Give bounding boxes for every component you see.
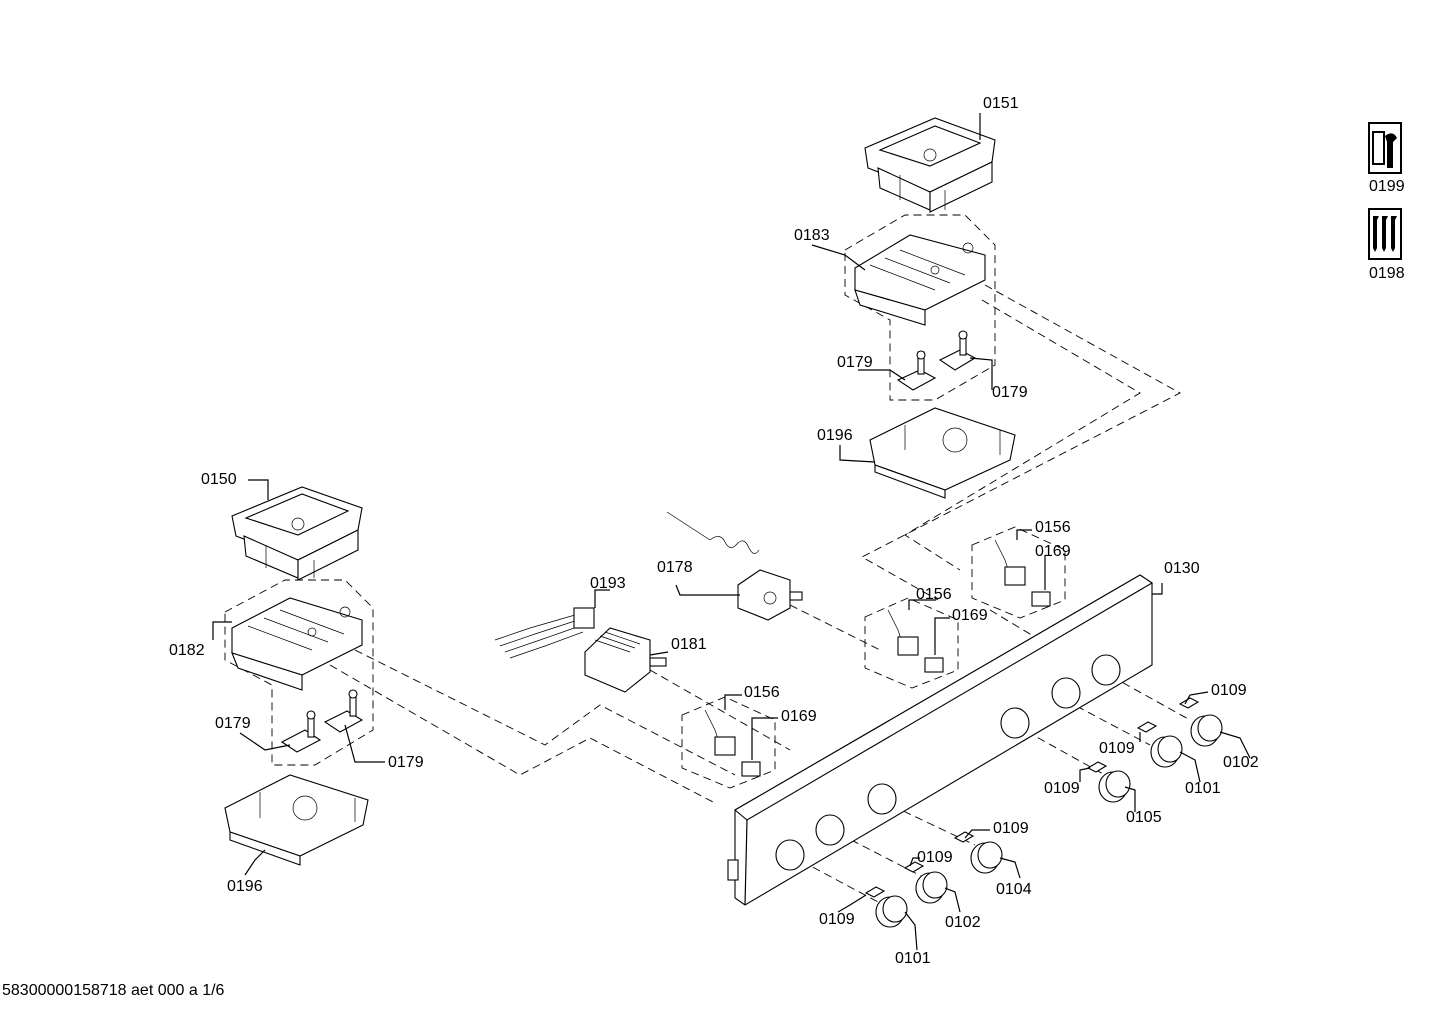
label-0156-c: 0156 [744, 684, 780, 701]
part-0169-connector-left [741, 761, 761, 777]
part-0169-connector-mid [924, 657, 944, 673]
part-0150-cover [231, 486, 363, 581]
label-0109-e: 0109 [917, 849, 953, 866]
label-0196-top: 0196 [817, 427, 853, 444]
label-0169-b: 0169 [952, 607, 988, 624]
part-0193-wiring [494, 607, 595, 659]
part-0130-control-panel [727, 574, 1154, 906]
label-0109-a: 0109 [1211, 682, 1247, 699]
label-0199: 0199 [1369, 178, 1405, 195]
label-0169-c: 0169 [781, 708, 817, 725]
part-0151-cover [864, 117, 996, 213]
knob-0101-top [1136, 721, 1183, 768]
knob-0105 [1086, 761, 1131, 803]
part-0179-sensor-top-right [938, 330, 977, 371]
label-0193: 0193 [590, 575, 626, 592]
panel-knob-holes [775, 654, 1121, 871]
part-0179-sensor-left-a [280, 710, 322, 753]
knob-0102-top [1178, 697, 1223, 747]
label-0150: 0150 [201, 471, 237, 488]
part-0179-sensor-top-left [896, 350, 937, 391]
label-0156-a: 0156 [1035, 519, 1071, 536]
label-0179-c: 0179 [215, 715, 251, 732]
enclosure-0182 [224, 579, 374, 766]
label-0102-b: 0102 [945, 914, 981, 931]
part-0183-switch-block [854, 234, 986, 326]
part-0196-bracket-left [224, 774, 369, 866]
label-0196-left: 0196 [227, 878, 263, 895]
enclosure-0156-right [971, 526, 1066, 619]
leader-lines [212, 113, 1251, 951]
part-0156-lamp-left [704, 709, 736, 756]
label-0183: 0183 [794, 227, 830, 244]
label-0179-a: 0179 [837, 354, 873, 371]
label-0179-d: 0179 [388, 754, 424, 771]
knob-0104 [953, 831, 1003, 874]
document-footer-id: 58300000158718 aet 000 a 1/6 [2, 982, 225, 999]
label-0109-b: 0109 [1099, 740, 1135, 757]
part-0196-bracket-top [869, 407, 1016, 499]
label-0169-a: 0169 [1035, 543, 1071, 560]
label-0151: 0151 [983, 95, 1019, 112]
part-0179-sensor-left-b [323, 689, 364, 733]
wrench-icon [1372, 131, 1397, 168]
label-0109-c: 0109 [1044, 780, 1080, 797]
part-0156-lamp-right [994, 539, 1026, 586]
knob-0101-bottom [864, 886, 908, 928]
part-0156-lamp-mid [887, 609, 919, 656]
label-0156-b: 0156 [916, 586, 952, 603]
label-0102-a: 0102 [1223, 754, 1259, 771]
enclosure-0156-mid [864, 597, 959, 689]
part-0178-thermostat [666, 511, 803, 621]
label-0178: 0178 [657, 559, 693, 576]
part-0182-switch-block [231, 597, 363, 691]
label-0181: 0181 [671, 636, 707, 653]
part-0181-selector-switch [584, 627, 667, 693]
label-0198: 0198 [1369, 265, 1405, 282]
label-0130: 0130 [1164, 560, 1200, 577]
label-0179-b: 0179 [992, 384, 1028, 401]
label-0182: 0182 [169, 642, 205, 659]
screw-set-icon [1373, 216, 1397, 252]
screws-icon[interactable] [1368, 208, 1402, 260]
knob-0102-bottom [903, 861, 948, 904]
label-0109-d: 0109 [993, 820, 1029, 837]
label-0101-a: 0101 [1185, 780, 1221, 797]
label-0104: 0104 [996, 881, 1032, 898]
wrench-toolbox-icon[interactable] [1368, 122, 1402, 174]
label-0105: 0105 [1126, 809, 1162, 826]
label-0101-b: 0101 [895, 950, 931, 967]
label-0109-f: 0109 [819, 911, 855, 928]
part-0169-connector-right [1031, 591, 1051, 607]
